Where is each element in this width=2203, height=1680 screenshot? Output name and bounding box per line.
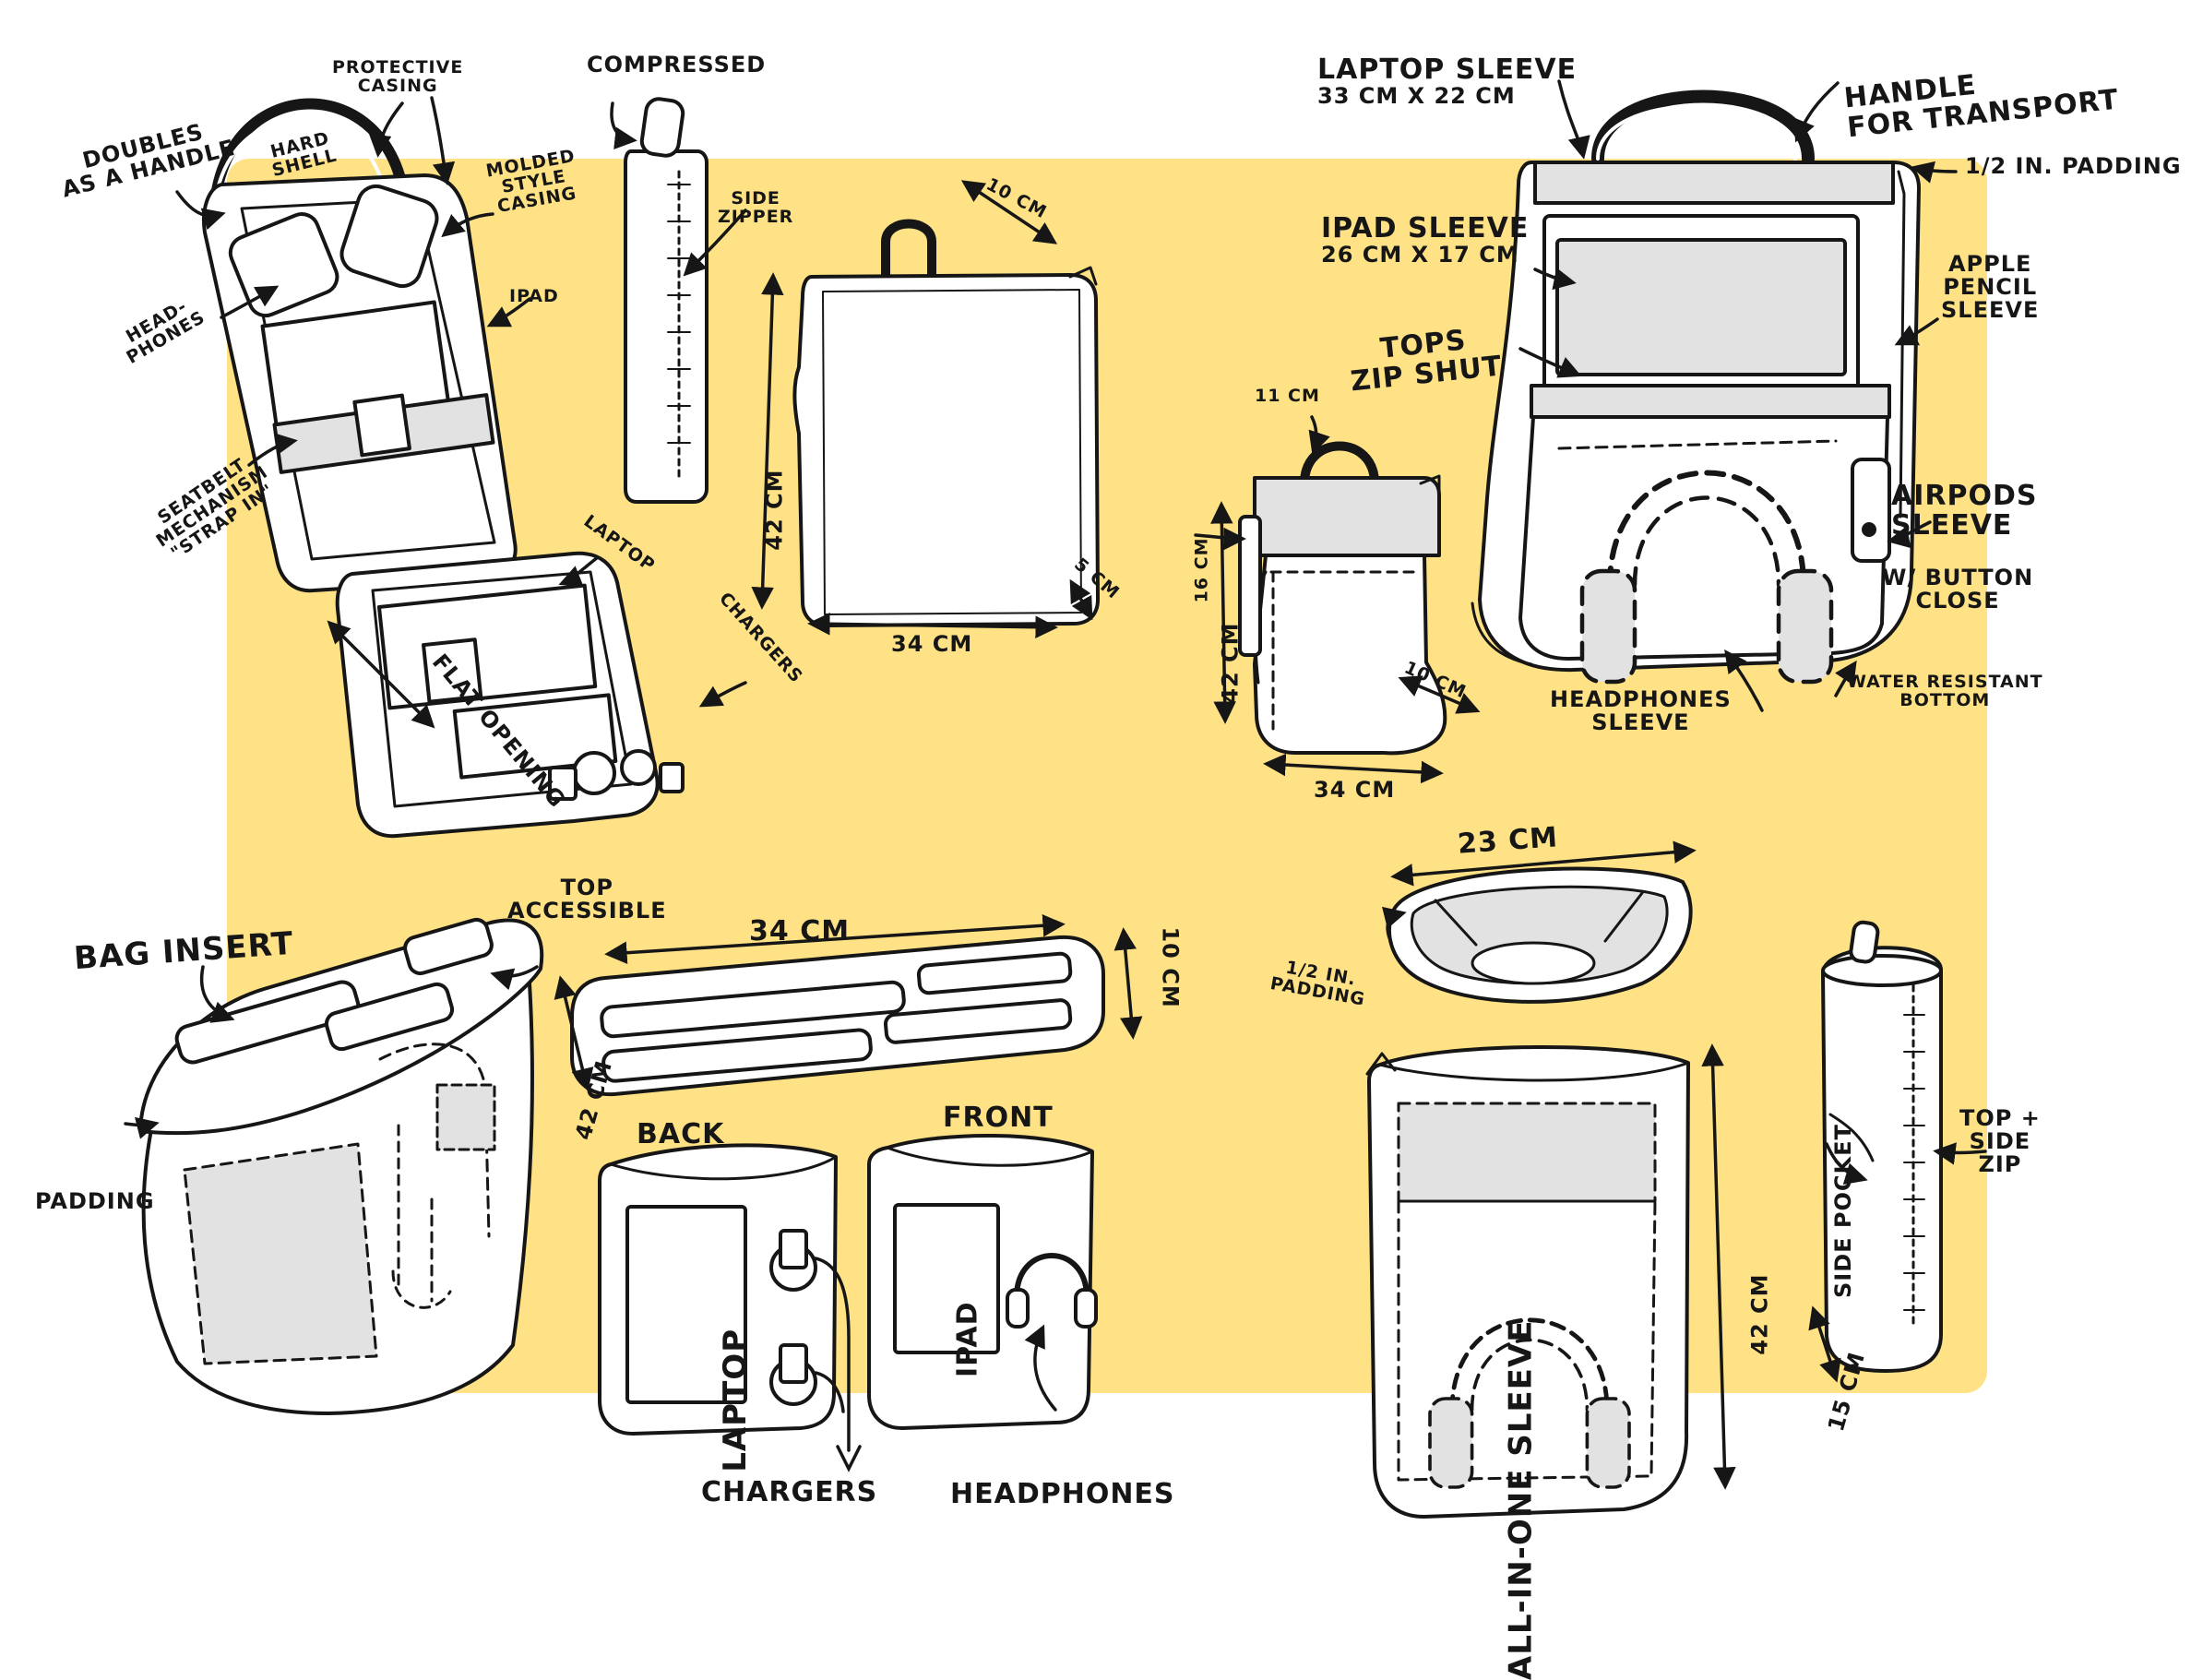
label-dim-11cm: 11 CM — [1255, 386, 1320, 406]
label-dim-34cm-b: 34 CM — [1314, 777, 1396, 803]
front-pouch-sketch — [867, 1134, 1096, 1430]
padded-lid-sketch — [1387, 866, 1693, 1004]
label-compressed: COMPRESSED — [587, 52, 767, 77]
label-dim-42cm-d: 42 CM — [1746, 1273, 1773, 1355]
label-dim-23cm: 23 CM — [1456, 821, 1560, 861]
label-dim-42cm-b: 42 CM — [1217, 622, 1244, 704]
label-half-inch-padding-top: 1/2 IN. PADDING — [1965, 153, 2182, 179]
label-ipad-pouch: IPAD — [951, 1301, 984, 1378]
insert-top-view-sketch — [570, 935, 1105, 1097]
large-backpack-sketch — [1471, 89, 1921, 683]
label-chargers-pouch: CHARGERS — [701, 1476, 878, 1508]
label-dim-34cm-a: 34 CM — [891, 631, 973, 657]
flat-insert-sketch — [792, 219, 1100, 627]
small-backpack-sketch — [1238, 441, 1447, 756]
label-dim-42cm-a: 42 CM — [761, 469, 788, 551]
label-dim-34cm-c: 34 CM — [749, 915, 851, 947]
bag-insert-sketch — [138, 917, 544, 1415]
label-dim-10cm-c: 10 CM — [1157, 926, 1184, 1008]
label-all-in-one-sleeve: ALL-IN-ONE SLEEVE — [1502, 1319, 1540, 1680]
back-pouch-sketch — [598, 1143, 838, 1436]
side-pocket-tube-sketch — [1821, 920, 1943, 1373]
label-ipad-case: IPAD — [509, 286, 559, 306]
all-in-one-sleeve-sketch — [1365, 1044, 1690, 1519]
sketch-drawing — [124, 79, 1987, 1519]
compressed-tube-sketch — [624, 97, 709, 504]
label-side-pocket: SIDE POCKET — [1829, 1124, 1856, 1299]
label-dim-16cm: 16 CM — [1191, 537, 1212, 603]
label-back: BACK — [637, 1118, 725, 1150]
label-padding: PADDING — [35, 1188, 155, 1214]
open-case-sketch — [202, 98, 685, 839]
label-laptop-pouch: LAPTOP — [717, 1328, 755, 1472]
label-headphones-pouch: HEADPHONES — [950, 1478, 1175, 1510]
label-front: FRONT — [943, 1102, 1054, 1134]
